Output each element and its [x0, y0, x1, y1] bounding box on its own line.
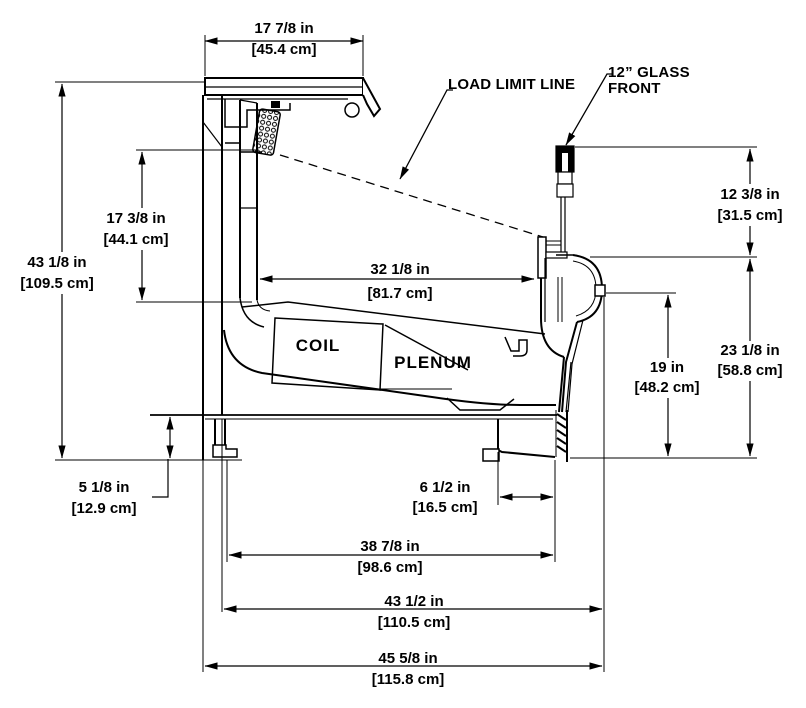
extension-lines	[55, 35, 757, 672]
canopy	[204, 77, 382, 153]
label-leaders	[399, 73, 613, 180]
bottom-shell	[223, 252, 572, 413]
dim-base-height: 5 1/8 in [12.9 cm]	[71, 479, 137, 517]
load-limit-label: LOAD LIMIT LINE	[448, 76, 576, 93]
vent-grille-hatch	[556, 413, 567, 453]
glass-front-label: 12” GLASS FRONT	[608, 64, 690, 97]
glass-front-leader	[565, 73, 613, 146]
dim-overall-height: 43 1/8 in [109.5 cm]	[17, 252, 97, 294]
front-rail	[537, 236, 568, 322]
dim-leg-span: 38 7/8 in [98.6 cm]	[357, 538, 423, 576]
dim-front-height: 23 1/8 in [58.8 cm]	[714, 341, 786, 381]
base-assembly	[55, 410, 757, 462]
dim-body-depth: 43 1/2 in [110.5 cm]	[377, 593, 451, 631]
dim-top-width: 17 7/8 in [45.4 cm]	[251, 20, 317, 58]
dim-base-depth: 6 1/2 in [16.5 cm]	[412, 479, 478, 516]
well-interior	[241, 301, 546, 391]
dim-interior-height: 17 3/8 in [44.1 cm]	[100, 208, 172, 250]
load-limit-leader	[399, 89, 453, 180]
dim-bumper-height: 19 in [48.2 cm]	[631, 358, 703, 398]
front-bumper	[556, 254, 606, 413]
coil-label: COIL	[295, 336, 341, 355]
dim-overall-depth: 45 5/8 in [115.8 cm]	[371, 650, 445, 688]
load-limit-dashed-line	[279, 154, 544, 238]
back-wall	[202, 95, 271, 460]
dim-glass-height: 12 3/8 in [31.5 cm]	[714, 184, 786, 226]
plenum-label: PLENUM	[394, 353, 472, 372]
glass-front	[555, 145, 575, 252]
dim-interior-depth: 32 1/8 in [81.7 cm]	[367, 261, 433, 302]
